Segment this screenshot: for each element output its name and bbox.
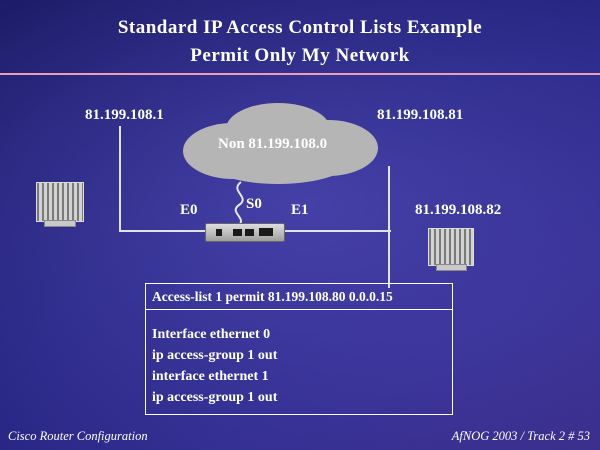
host-right-ip-label: 81.199.108.82 bbox=[415, 202, 502, 218]
cloud-network-label: Non 81.199.108.0 bbox=[218, 136, 328, 152]
host-left-ip-label: 81.199.108.1 bbox=[85, 107, 164, 123]
config-line: Interface ethernet 0 bbox=[152, 327, 271, 342]
router-port-icon bbox=[259, 228, 273, 236]
host-top-right-ip-label: 81.199.108.81 bbox=[377, 107, 464, 123]
interface-s0-label: S0 bbox=[246, 196, 262, 212]
workstation-right-base bbox=[435, 264, 467, 271]
config-line: ip access-group 1 out bbox=[152, 390, 278, 405]
workstation-right-icon bbox=[428, 228, 474, 271]
serial-link-icon bbox=[234, 181, 244, 225]
router-icon bbox=[205, 223, 285, 242]
config-line: ip access-group 1 out bbox=[152, 348, 278, 363]
left-ethernet-segment-line bbox=[119, 126, 121, 232]
footer-course-title: Cisco Router Configuration bbox=[8, 429, 148, 443]
title-divider-rule bbox=[0, 73, 600, 75]
slide-title-line1: Standard IP Access Control Lists Example bbox=[117, 17, 483, 38]
footer-slide-reference: AfNOG 2003 / Track 2 # 53 bbox=[451, 429, 590, 443]
right-ethernet-segment-line bbox=[388, 166, 390, 288]
interface-e0-label: E0 bbox=[180, 202, 198, 218]
router-port-icon bbox=[233, 229, 242, 236]
config-line: interface ethernet 1 bbox=[152, 369, 269, 384]
router-port-icon bbox=[245, 229, 254, 236]
acl-statement: Access-list 1 permit 81.199.108.80 0.0.0… bbox=[146, 284, 452, 310]
slide-title-line2: Permit Only My Network bbox=[190, 45, 410, 66]
interface-config-text: Interface ethernet 0 ip access-group 1 o… bbox=[146, 310, 452, 414]
interface-e1-label: E1 bbox=[291, 202, 309, 218]
network-cloud-icon bbox=[183, 103, 378, 184]
workstation-left-base bbox=[43, 220, 77, 227]
workstation-left-icon bbox=[36, 182, 84, 227]
router-port-icon bbox=[216, 229, 222, 236]
config-box: Access-list 1 permit 81.199.108.80 0.0.0… bbox=[145, 283, 453, 415]
